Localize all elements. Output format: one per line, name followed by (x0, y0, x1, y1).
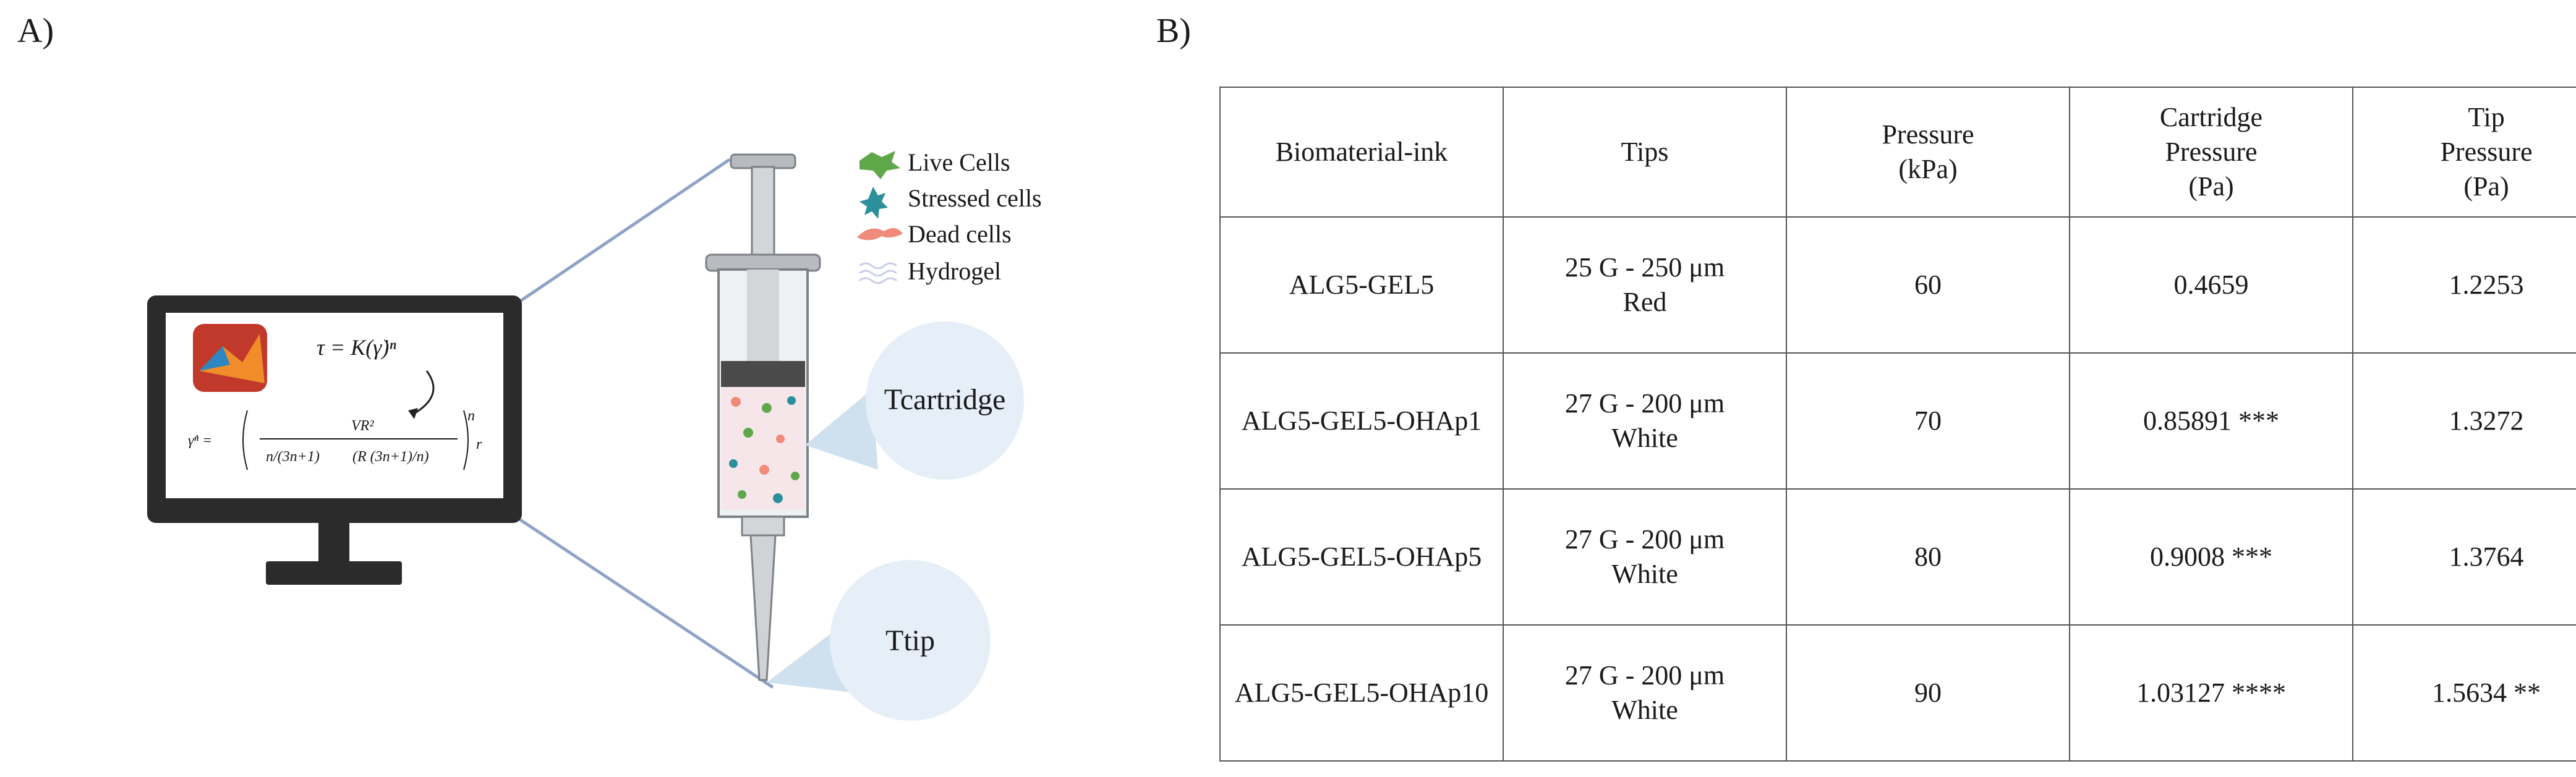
legend-item-hydrogel: Hydrogel (859, 257, 1001, 285)
legend-item-live: Live Cells (859, 148, 1010, 179)
cell-ink: ALG5-GEL5-OHAp5 (1219, 488, 1504, 626)
cell-tip-pressure: 1.3764 (2352, 488, 2576, 626)
cell-pressure: 90 (1786, 624, 2070, 762)
cell-ink: ALG5-GEL5-OHAp10 (1219, 624, 1504, 762)
computer-monitor: τ = K(γ̇)ⁿ γ̇ⁿ = VR² n/(3n+1) (R (3n+1)/… (147, 295, 522, 585)
dead-cell-icon (857, 227, 903, 240)
header-biomaterial-ink: Biomaterial-ink (1219, 87, 1504, 218)
cartridge-callout: Tcartridge (805, 321, 1024, 480)
live-cell-icon (859, 151, 900, 179)
cell-cartridge-pressure: 0.9008 *** (2069, 488, 2353, 626)
cell-cluster (729, 396, 800, 503)
cell-pressure: 60 (1786, 216, 2070, 354)
svg-text:Ttip: Ttip (885, 624, 935, 657)
svg-text:(R (3n+1)/n): (R (3n+1)/n) (352, 449, 429, 465)
shear-rate-equation: γ̇ⁿ = VR² n/(3n+1) (R (3n+1)/n) n r (188, 408, 482, 470)
cell-tip-pressure: 1.5634 ** (2352, 624, 2576, 762)
legend-item-stressed: Stressed cells (859, 184, 1042, 219)
svg-text:n/(3n+1): n/(3n+1) (266, 449, 320, 465)
svg-text:Hydrogel: Hydrogel (908, 257, 1001, 285)
power-law-equation: τ = K(γ̇)ⁿ (317, 335, 396, 360)
table-header-row: Biomaterial-ink Tips Pressure(kPa) Cartr… (1219, 87, 2576, 218)
svg-text:Live Cells: Live Cells (908, 148, 1010, 176)
cell-tip-pressure: 1.2253 (2352, 216, 2576, 354)
pressure-table: Biomaterial-ink Tips Pressure(kPa) Cartr… (1219, 87, 2576, 762)
cell-cartridge-pressure: 0.85891 *** (2069, 352, 2353, 490)
cell-pressure: 80 (1786, 488, 2070, 626)
cell-cartridge-pressure: 1.03127 **** (2069, 624, 2353, 762)
svg-text:Tcartridge: Tcartridge (884, 383, 1006, 416)
equation-arrow-icon (412, 370, 435, 415)
legend: Live Cells Stressed cells Dead cells Hyd… (857, 148, 1042, 285)
svg-text:Dead cells: Dead cells (908, 220, 1012, 248)
connector-line-top (518, 158, 731, 304)
svg-text:n: n (467, 408, 475, 424)
connector-line-bottom (518, 517, 774, 689)
cell-ink: ALG5-GEL5 (1219, 216, 1504, 354)
svg-text:Stressed cells: Stressed cells (908, 184, 1042, 212)
svg-text:γ̇ⁿ =: γ̇ⁿ = (188, 433, 212, 449)
cell-cartridge-pressure: 0.4659 (2069, 216, 2353, 354)
header-tips: Tips (1503, 87, 1787, 218)
cell-pressure: 70 (1786, 352, 2070, 490)
stressed-cell-icon (859, 187, 888, 219)
hydrogel-icon (859, 262, 897, 284)
cell-tip-pressure: 1.3272 (2352, 352, 2576, 490)
legend-item-dead: Dead cells (857, 220, 1012, 248)
svg-text:VR²: VR² (351, 418, 374, 434)
panel-label-a: A) (17, 12, 54, 50)
panel-label-b: B) (1156, 12, 1191, 50)
cell-ink: ALG5-GEL5-OHAp1 (1219, 352, 1504, 490)
header-pressure: Pressure(kPa) (1786, 87, 2070, 218)
syringe (705, 153, 821, 681)
schematic-diagram: τ = K(γ̇)ⁿ γ̇ⁿ = VR² n/(3n+1) (R (3n+1)/… (147, 148, 1042, 721)
tip-callout: Ttip (767, 560, 991, 721)
matlab-logo-icon (193, 324, 267, 392)
svg-text:r: r (476, 436, 482, 452)
